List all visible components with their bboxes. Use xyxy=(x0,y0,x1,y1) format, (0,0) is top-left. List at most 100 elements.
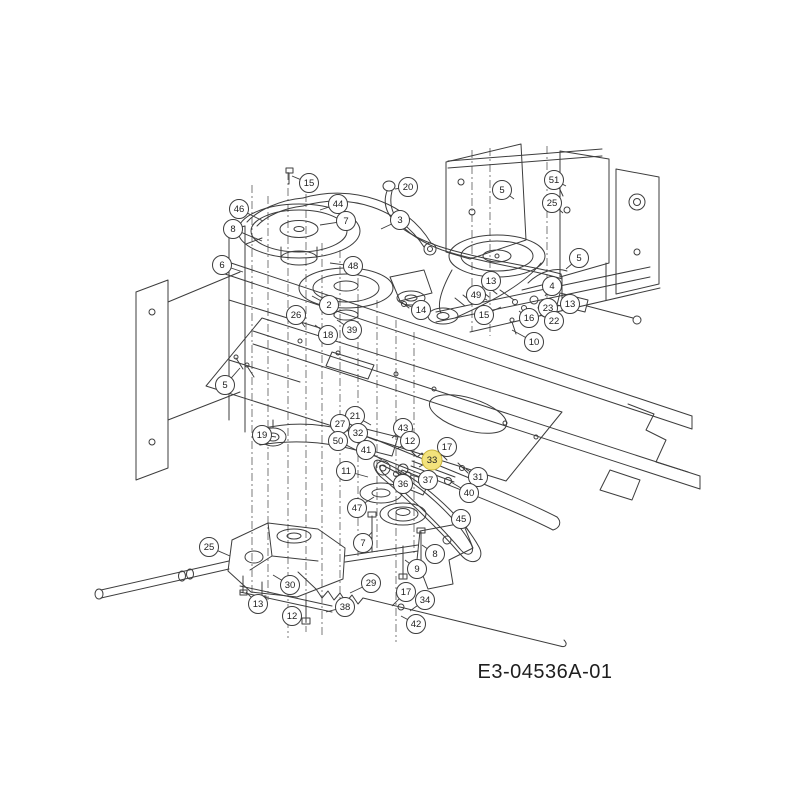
callout-10[interactable]: 10 xyxy=(524,332,544,352)
callout-leader-line xyxy=(241,232,263,242)
callout-45[interactable]: 45 xyxy=(451,509,471,529)
callout-49[interactable]: 49 xyxy=(466,285,486,305)
callout-13[interactable]: 13 xyxy=(560,294,580,314)
callout-6[interactable]: 6 xyxy=(212,255,232,275)
callout-32[interactable]: 32 xyxy=(348,423,368,443)
callout-44[interactable]: 44 xyxy=(328,194,348,214)
callout-13[interactable]: 13 xyxy=(248,594,268,614)
callout-leader-line xyxy=(230,267,244,273)
svg-text:25: 25 xyxy=(204,542,215,553)
callout-48[interactable]: 48 xyxy=(343,256,363,276)
callout-50[interactable]: 50 xyxy=(328,431,348,451)
callout-leader-line xyxy=(355,473,369,478)
callout-47[interactable]: 47 xyxy=(347,498,367,518)
callout-8[interactable]: 8 xyxy=(425,544,445,564)
callout-31[interactable]: 31 xyxy=(468,467,488,487)
svg-text:8: 8 xyxy=(230,224,235,235)
callout-3[interactable]: 3 xyxy=(390,210,410,230)
callout-leader-line xyxy=(363,420,372,426)
callout-leader-line xyxy=(380,223,392,230)
part-number-label: E3-04536A-01 xyxy=(478,661,613,683)
callout-leader-line xyxy=(396,445,403,450)
callout-9[interactable]: 9 xyxy=(407,559,427,579)
callout-leader-line xyxy=(562,183,567,187)
callout-20[interactable]: 20 xyxy=(398,177,418,197)
callout-leader-line xyxy=(311,295,321,301)
callout-12[interactable]: 12 xyxy=(282,606,302,626)
svg-text:48: 48 xyxy=(348,261,359,272)
callout-11[interactable]: 11 xyxy=(336,461,356,481)
svg-text:18: 18 xyxy=(323,330,334,341)
svg-text:40: 40 xyxy=(464,488,475,499)
svg-text:11: 11 xyxy=(341,466,351,477)
svg-text:4: 4 xyxy=(549,281,554,292)
svg-text:14: 14 xyxy=(416,305,427,316)
callout-41[interactable]: 41 xyxy=(356,440,376,460)
svg-text:37: 37 xyxy=(423,475,434,486)
callout-17[interactable]: 17 xyxy=(437,437,457,457)
svg-text:29: 29 xyxy=(366,578,377,589)
svg-text:12: 12 xyxy=(287,611,298,622)
callout-leader-line xyxy=(405,304,413,308)
callout-5[interactable]: 5 xyxy=(215,375,235,395)
callout-7[interactable]: 7 xyxy=(353,533,373,553)
callout-14[interactable]: 14 xyxy=(411,300,431,320)
svg-text:10: 10 xyxy=(529,337,540,348)
svg-text:43: 43 xyxy=(398,423,409,434)
callout-leader-line xyxy=(410,474,420,478)
callout-25[interactable]: 25 xyxy=(542,193,562,213)
callout-42[interactable]: 42 xyxy=(406,614,426,634)
callout-30[interactable]: 30 xyxy=(280,575,300,595)
callout-13[interactable]: 13 xyxy=(481,271,501,291)
svg-text:12: 12 xyxy=(405,436,416,447)
callout-38[interactable]: 38 xyxy=(335,597,355,617)
callout-17[interactable]: 17 xyxy=(396,582,416,602)
callout-46[interactable]: 46 xyxy=(229,199,249,219)
callout-7[interactable]: 7 xyxy=(336,211,356,231)
callout-12[interactable]: 12 xyxy=(400,431,420,451)
callout-33[interactable]: 33 xyxy=(421,449,443,471)
svg-text:46: 46 xyxy=(234,204,245,215)
svg-text:51: 51 xyxy=(549,175,560,186)
callout-8[interactable]: 8 xyxy=(223,219,243,239)
callout-19[interactable]: 19 xyxy=(252,425,272,445)
svg-text:9: 9 xyxy=(414,564,419,575)
engine-pulley-assembly xyxy=(237,167,437,266)
tension-spring-rod xyxy=(297,571,567,647)
callout-leader-line xyxy=(421,544,428,549)
callout-34[interactable]: 34 xyxy=(415,590,435,610)
callout-15[interactable]: 15 xyxy=(474,305,494,325)
svg-text:17: 17 xyxy=(401,587,412,598)
callout-16[interactable]: 16 xyxy=(519,308,539,328)
callout-27[interactable]: 27 xyxy=(330,414,350,434)
callout-leader-line xyxy=(492,306,502,312)
callout-22[interactable]: 22 xyxy=(544,311,564,331)
svg-text:32: 32 xyxy=(353,428,364,439)
callout-26[interactable]: 26 xyxy=(286,305,306,325)
svg-text:39: 39 xyxy=(347,325,358,336)
svg-text:33: 33 xyxy=(427,455,438,466)
callout-40[interactable]: 40 xyxy=(459,483,479,503)
callout-37[interactable]: 37 xyxy=(418,470,438,490)
callout-51[interactable]: 51 xyxy=(544,170,564,190)
callout-4[interactable]: 4 xyxy=(542,276,562,296)
callout-25[interactable]: 25 xyxy=(199,537,219,557)
transmission-belt xyxy=(359,459,482,563)
chassis-frame xyxy=(135,225,701,501)
callout-15[interactable]: 15 xyxy=(299,173,319,193)
callout-36[interactable]: 36 xyxy=(393,474,413,494)
callout-leader-line xyxy=(391,434,397,439)
callout-29[interactable]: 29 xyxy=(361,573,381,593)
callout-leader-line xyxy=(336,319,345,326)
svg-text:13: 13 xyxy=(486,276,497,287)
callout-5[interactable]: 5 xyxy=(569,248,589,268)
callout-39[interactable]: 39 xyxy=(342,320,362,340)
svg-text:30: 30 xyxy=(285,580,296,591)
svg-text:41: 41 xyxy=(361,445,372,456)
callout-5[interactable]: 5 xyxy=(492,180,512,200)
svg-text:21: 21 xyxy=(350,411,361,422)
callout-2[interactable]: 2 xyxy=(319,295,339,315)
callout-leader-line xyxy=(368,531,373,536)
callout-18[interactable]: 18 xyxy=(318,325,338,345)
